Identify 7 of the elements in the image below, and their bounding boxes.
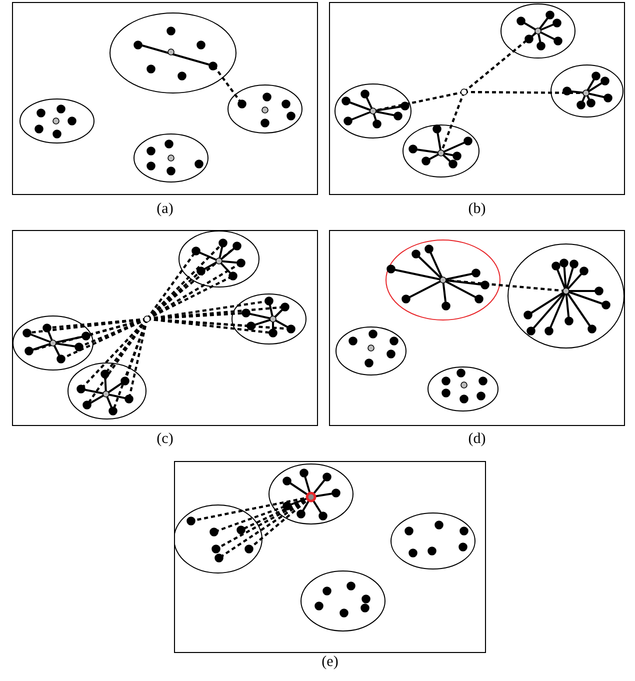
panel-caption: (d) [468,431,486,448]
panel-caption: (a) [156,201,174,218]
panel-caption: (b) [468,201,486,218]
panel-caption: (c) [156,431,174,448]
panel-frame [12,2,318,195]
panel-caption: (e) [322,654,338,671]
panel-frame [174,461,486,653]
